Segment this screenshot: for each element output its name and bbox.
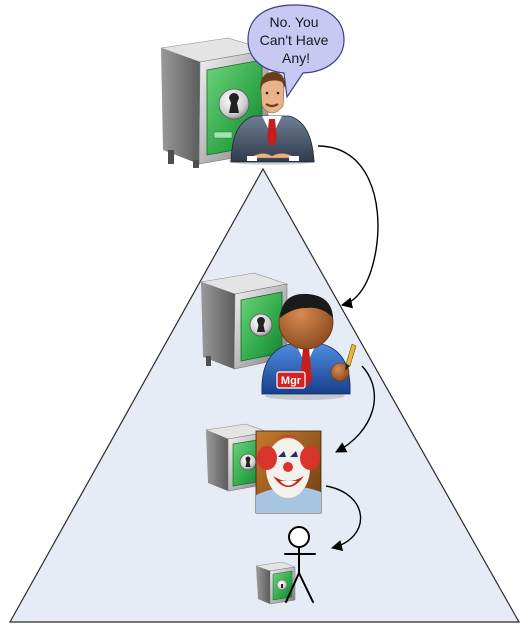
arrow-executive-to-manager (317, 145, 379, 309)
hierarchy-pyramid (8, 167, 521, 623)
stick-figure-icon (284, 526, 316, 603)
speech-bubble: No. You Can't Have Any! (247, 4, 345, 99)
safe-icon (199, 272, 289, 370)
bubble-line-3: Any! (282, 50, 310, 66)
arrow-clown-to-staff (325, 485, 362, 551)
executive-icon (228, 72, 316, 165)
bubble-line-1: No. You (270, 14, 319, 30)
arrow-manager-to-clown (335, 365, 376, 453)
manager-badge-label: Mgr (281, 375, 302, 387)
clown-icon (255, 430, 322, 514)
pen-icon (345, 343, 357, 371)
manager-badge: Mgr (276, 371, 306, 389)
safe-icon (255, 561, 296, 605)
bubble-line-2: Can't Have (260, 32, 329, 48)
svg-text:No. You Can't Have: No. You Can't Have Any! (260, 14, 333, 66)
manager-icon: Mgr (261, 293, 357, 400)
